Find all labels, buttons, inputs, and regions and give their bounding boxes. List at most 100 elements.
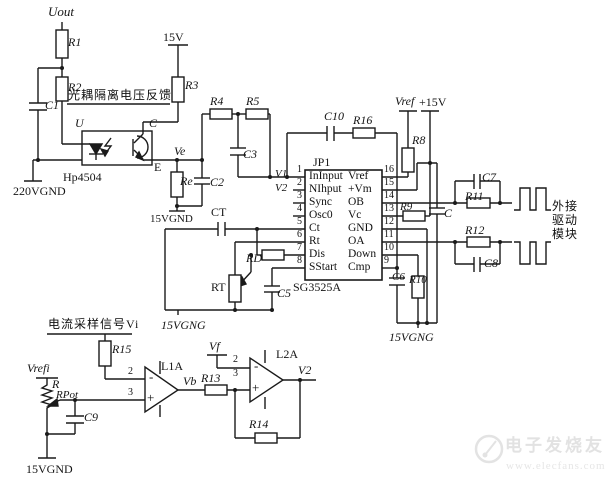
label-rt: RT [211, 280, 226, 294]
label-c8: C8 [484, 256, 499, 270]
label-r5: R5 [246, 94, 260, 108]
label-r12: R12 [465, 223, 485, 237]
pin-number-5: 5 [297, 216, 302, 227]
pin-label-ct: Ct [309, 222, 320, 234]
watermark-brand: 电子发烧友 [505, 436, 605, 455]
net-label-vf: Vf [209, 339, 220, 353]
label-l2a: L2A [276, 347, 298, 361]
pin-label-vref: Vref [348, 170, 369, 182]
l1a-pin2-number: 2 [128, 366, 133, 377]
label-ct: CT [211, 205, 227, 219]
pin-label-sync: Sync [309, 196, 332, 208]
net-label-15vgng-left: 15VGNG [161, 318, 206, 332]
pin-label-dis: Dis [309, 248, 325, 260]
pin-number-8: 8 [297, 255, 302, 266]
net-label-vb: Vb [183, 374, 197, 388]
l1a-pin3-number: 3 [128, 387, 133, 398]
drive-module-line1: 外接 [552, 199, 579, 213]
net-label-vrefi: Vrefi [27, 361, 50, 375]
pin-label-vc: Vc [348, 209, 362, 221]
label-c9: C9 [84, 410, 99, 424]
label-r1: R1 [68, 35, 82, 49]
label-r3: R3 [185, 78, 199, 92]
net-label-220vgnd: 220VGND [13, 184, 66, 198]
l2a-pin3-number: 3 [233, 368, 238, 379]
label-c10: C10 [324, 109, 345, 123]
net-label-vref: Vref [395, 94, 415, 108]
pin-label-nihput: NIhput [309, 183, 342, 195]
label-opto-e: E [154, 160, 162, 174]
l2a-minus-sign: - [254, 358, 259, 373]
pin-number-14: 14 [384, 190, 394, 201]
pin-label-sstart: SStart [309, 261, 338, 273]
pin-number-9: 9 [384, 255, 389, 266]
label-rd: RD [246, 251, 262, 265]
label-rpot: RPot [56, 389, 78, 401]
l2a-plus-sign: + [252, 380, 260, 395]
label-c5: C5 [277, 286, 292, 300]
net-label-15v: 15V [163, 30, 184, 44]
label-r10: R10 [409, 274, 427, 286]
net-label-plus15v: +15V [419, 95, 447, 109]
pin-number-16: 16 [384, 164, 394, 175]
pin-label-ob: OB [348, 196, 364, 208]
label-opto-c: C [149, 116, 158, 130]
label-r13: R13 [201, 371, 221, 385]
net-label-15vgnd-bottom: 15VGND [26, 462, 73, 476]
pin-label-ininput: InInput [309, 170, 343, 182]
label-r15: R15 [112, 342, 132, 356]
label-r11: R11 [465, 189, 484, 203]
net-label-15vgnd-left: 15VGND [150, 213, 193, 225]
net-label-v2-out: V2 [298, 363, 312, 377]
pin-number-2: 2 [297, 177, 302, 188]
note-optocoupler-feedback: 光耦隔离电压反馈 [68, 88, 173, 102]
label-r8: R8 [412, 133, 426, 147]
junction-dots [36, 66, 502, 436]
label-sg3525a: SG3525A [293, 280, 342, 294]
label-r-pot-r: R [52, 377, 60, 391]
net-label-uout: Uout [48, 4, 74, 19]
pin-label-down: Down [348, 248, 377, 260]
label-opto-u: U [75, 116, 84, 130]
watermark-logo [474, 434, 504, 464]
label-r9: R9 [400, 201, 413, 213]
net-label-ve: Ve [174, 144, 186, 158]
pin-number-11: 11 [384, 229, 394, 240]
label-c6: C6 [392, 271, 405, 283]
pin-number-10: 10 [384, 242, 394, 253]
label-c3: C3 [243, 147, 258, 161]
label-jp1: JP1 [313, 155, 331, 169]
net-label-15vgng-right: 15VGNG [389, 330, 434, 344]
label-r2: R2 [68, 80, 82, 94]
label-c2: C2 [210, 175, 225, 189]
note-current-sample: 电流采样信号Vi [48, 317, 140, 331]
l1a-minus-sign: - [149, 369, 154, 384]
label-re: Re [180, 174, 193, 188]
pin-label-cmp: Cmp [348, 261, 371, 273]
pin-number-13: 13 [384, 203, 394, 214]
label-c1: C1 [45, 98, 60, 112]
pin-number-3: 3 [297, 190, 302, 201]
label-c-bypass: C [444, 206, 453, 220]
pin-label-vm: +Vm [348, 183, 372, 195]
pin-number-7: 7 [297, 242, 302, 253]
net-label-v2-pin: V2 [275, 182, 288, 194]
pin-number-15: 15 [384, 177, 394, 188]
label-l1a: L1A [161, 359, 183, 373]
pin-label-rt: Rt [309, 235, 320, 247]
drive-module-line2: 驱动 [552, 213, 579, 227]
pin-number-12: 12 [384, 216, 394, 227]
pin-label-osc0: Osc0 [309, 209, 333, 221]
pin-label-oa: OA [348, 235, 365, 247]
pin-label-gnd: GND [348, 222, 373, 234]
pin-number-6: 6 [297, 229, 302, 240]
net-label-v1: V1 [275, 168, 288, 180]
label-r4: R4 [210, 94, 224, 108]
pin-number-1: 1 [297, 164, 302, 175]
pin-number-4: 4 [297, 203, 302, 214]
label-r14: R14 [249, 417, 269, 431]
l1a-plus-sign: + [147, 390, 155, 405]
label-c7: C7 [482, 170, 497, 184]
